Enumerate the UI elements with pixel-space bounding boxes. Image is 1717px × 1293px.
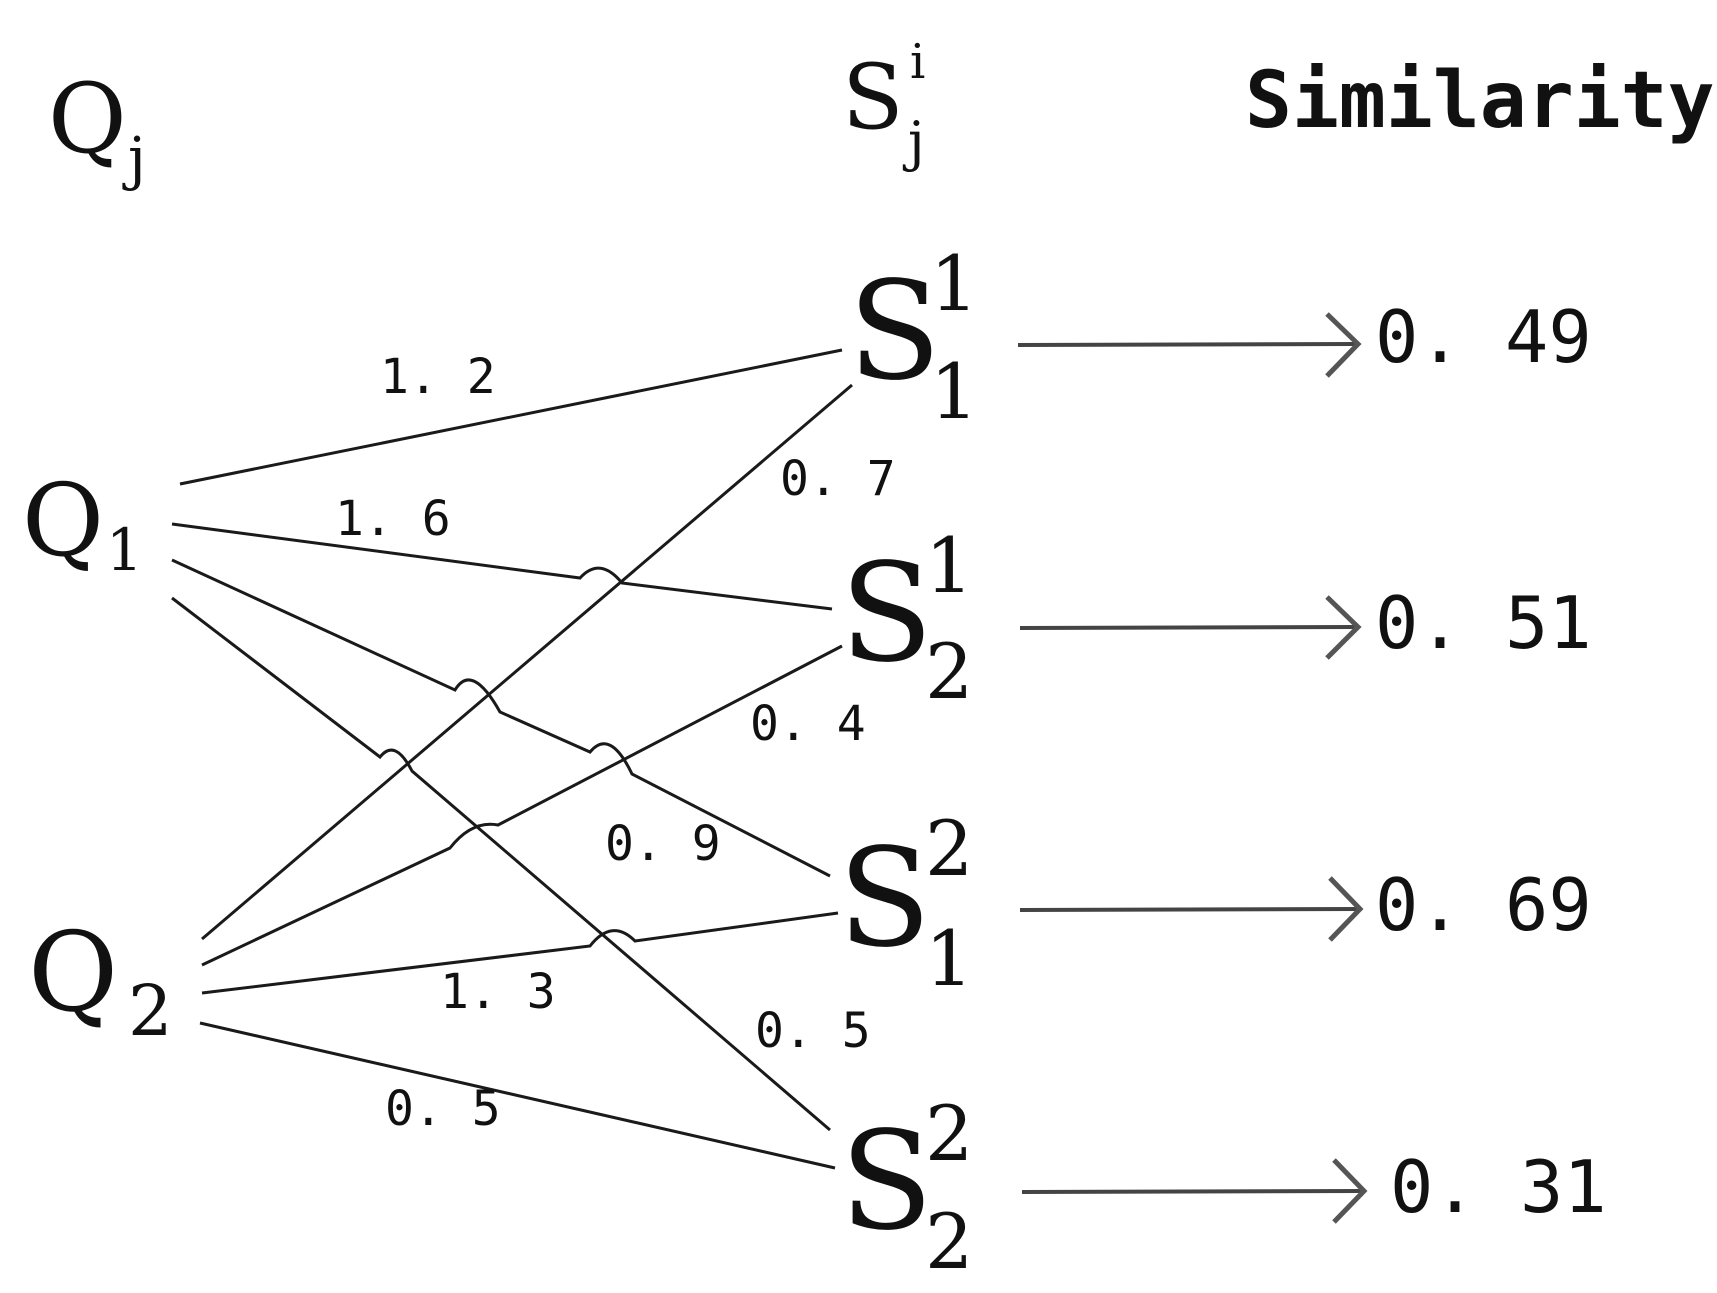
subject-node-s22-base: S bbox=[840, 1103, 933, 1261]
edge-q1-s22 bbox=[171, 596, 831, 1132]
edge-weight-q2-s12: 0. 9 bbox=[605, 816, 721, 872]
similarity-arrow-s12 bbox=[1019, 595, 1362, 660]
edge-q2-s12 bbox=[201, 644, 843, 967]
edge-q2-s11 bbox=[201, 383, 853, 941]
similarity-arrow-s21 bbox=[1019, 876, 1364, 942]
header-query-sub: j bbox=[122, 124, 146, 192]
edge-q1-s12 bbox=[171, 522, 833, 611]
subject-node-s21-sub: 1 bbox=[925, 914, 973, 1003]
similarity-value-s11: 0. 49 bbox=[1375, 295, 1592, 379]
edge-weight-q1-s22: 0. 5 bbox=[755, 1003, 871, 1059]
edge-weight-q2-s22: 0. 5 bbox=[385, 1081, 501, 1137]
header-subject-sup: i bbox=[910, 34, 925, 90]
edge-q1-s21 bbox=[171, 558, 831, 878]
edge-q2-s22 bbox=[199, 1021, 836, 1170]
subject-node-s12: S 1 2 bbox=[840, 521, 973, 716]
subject-node-s12-sup: 1 bbox=[925, 521, 973, 610]
query-node-q1-sub: 1 bbox=[106, 516, 143, 584]
edge-q1-s11 bbox=[179, 348, 843, 486]
similarity-value-s12: 0. 51 bbox=[1375, 581, 1592, 665]
subject-node-s12-sub: 2 bbox=[925, 627, 973, 716]
subject-node-s21: S 2 1 bbox=[838, 804, 973, 1003]
subject-node-s22-sup: 2 bbox=[925, 1089, 973, 1178]
arrow-head-icon bbox=[1325, 312, 1362, 378]
query-node-q1-base: Q bbox=[22, 462, 104, 579]
edge-q2-s21 bbox=[201, 911, 839, 995]
header-query-base: Q bbox=[48, 63, 127, 175]
edge-weight-q1-s21: 0. 4 bbox=[750, 696, 866, 752]
query-node-q2-base: Q bbox=[28, 908, 118, 1036]
header-subject-base: S bbox=[842, 45, 904, 150]
query-node-q1: Q 1 bbox=[22, 462, 143, 584]
header-query: Q j bbox=[48, 63, 146, 192]
edge-weight-q1-s11: 1. 2 bbox=[380, 349, 496, 405]
similarity-value-s22: 0. 31 bbox=[1390, 1145, 1607, 1229]
subject-node-s11-sub: 1 bbox=[930, 347, 978, 436]
header-subject-sub: j bbox=[902, 110, 925, 173]
subject-node-s11-sup: 1 bbox=[930, 239, 978, 328]
similarity-value-s21: 0. 69 bbox=[1375, 863, 1592, 947]
arrow-head-icon bbox=[1325, 595, 1362, 660]
arrow-head-icon bbox=[1332, 1158, 1368, 1224]
query-node-q2: Q 2 bbox=[28, 908, 173, 1052]
query-node-q2-sub: 2 bbox=[128, 970, 173, 1052]
subject-node-s11: S 1 1 bbox=[848, 239, 978, 436]
edge-weight-q2-s21: 1. 3 bbox=[440, 964, 556, 1020]
header-similarity: Similarity bbox=[1245, 56, 1715, 146]
subject-node-s22: S 2 2 bbox=[840, 1089, 973, 1286]
similarity-arrow-s22 bbox=[1021, 1158, 1368, 1224]
subject-node-s12-base: S bbox=[840, 535, 933, 693]
edge-weight-q1-s12: 1. 6 bbox=[335, 491, 451, 547]
edge-weight-q2-s11: 0. 7 bbox=[780, 451, 896, 507]
subject-node-s21-base: S bbox=[838, 820, 931, 978]
subject-node-s21-sup: 2 bbox=[925, 804, 973, 893]
arrow-head-icon bbox=[1328, 876, 1364, 942]
subject-node-s11-base: S bbox=[848, 253, 941, 411]
subject-node-s22-sub: 2 bbox=[925, 1197, 973, 1286]
similarity-arrow-s11 bbox=[1017, 312, 1362, 378]
header-subject: S i j bbox=[842, 34, 925, 173]
